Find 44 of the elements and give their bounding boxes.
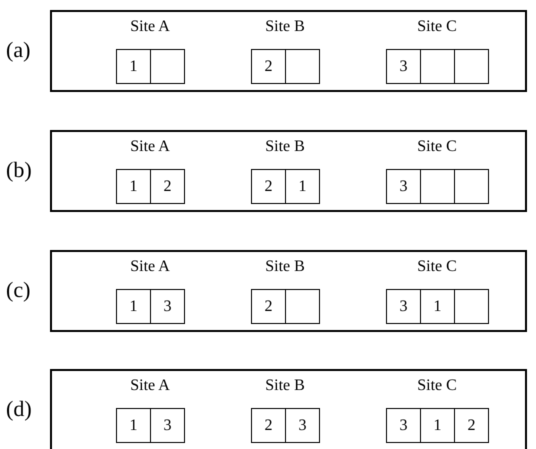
slot-box: 1 [285,169,320,204]
slot-box: 2 [251,408,286,443]
site-label: Site B [265,258,305,276]
site-label: Site B [265,138,305,156]
slot-box: 3 [386,289,421,324]
panel-label: (a) [6,38,30,62]
empty-slot-box [420,169,455,204]
slot-box: 2 [251,49,286,84]
site-label: Site B [265,377,305,395]
empty-slot-box [454,169,489,204]
site-label: Site B [265,18,305,36]
site-label: Site C [417,138,457,156]
slot-box: 1 [116,289,151,324]
panel-label: (b) [6,158,32,182]
slot-box: 3 [150,289,185,324]
slot-box: 3 [150,408,185,443]
panel-label: (d) [6,397,32,421]
slot-box: 1 [116,169,151,204]
slot-box: 2 [454,408,489,443]
slot-box: 1 [116,408,151,443]
empty-slot-box [454,49,489,84]
site-label: Site A [130,258,170,276]
slot-box: 2 [251,169,286,204]
slot-box: 2 [251,289,286,324]
slot-box: 3 [386,408,421,443]
empty-slot-box [150,49,185,84]
slot-box: 1 [420,408,455,443]
slot-box: 1 [116,49,151,84]
empty-slot-box [454,289,489,324]
site-label: Site A [130,377,170,395]
site-label: Site A [130,18,170,36]
panel-label: (c) [6,278,30,302]
site-label: Site C [417,377,457,395]
empty-slot-box [420,49,455,84]
slot-box: 2 [150,169,185,204]
slot-box: 3 [386,169,421,204]
slot-box: 3 [285,408,320,443]
site-label: Site C [417,18,457,36]
site-label: Site C [417,258,457,276]
site-label: Site A [130,138,170,156]
empty-slot-box [285,289,320,324]
slot-box: 3 [386,49,421,84]
empty-slot-box [285,49,320,84]
slot-box: 1 [420,289,455,324]
